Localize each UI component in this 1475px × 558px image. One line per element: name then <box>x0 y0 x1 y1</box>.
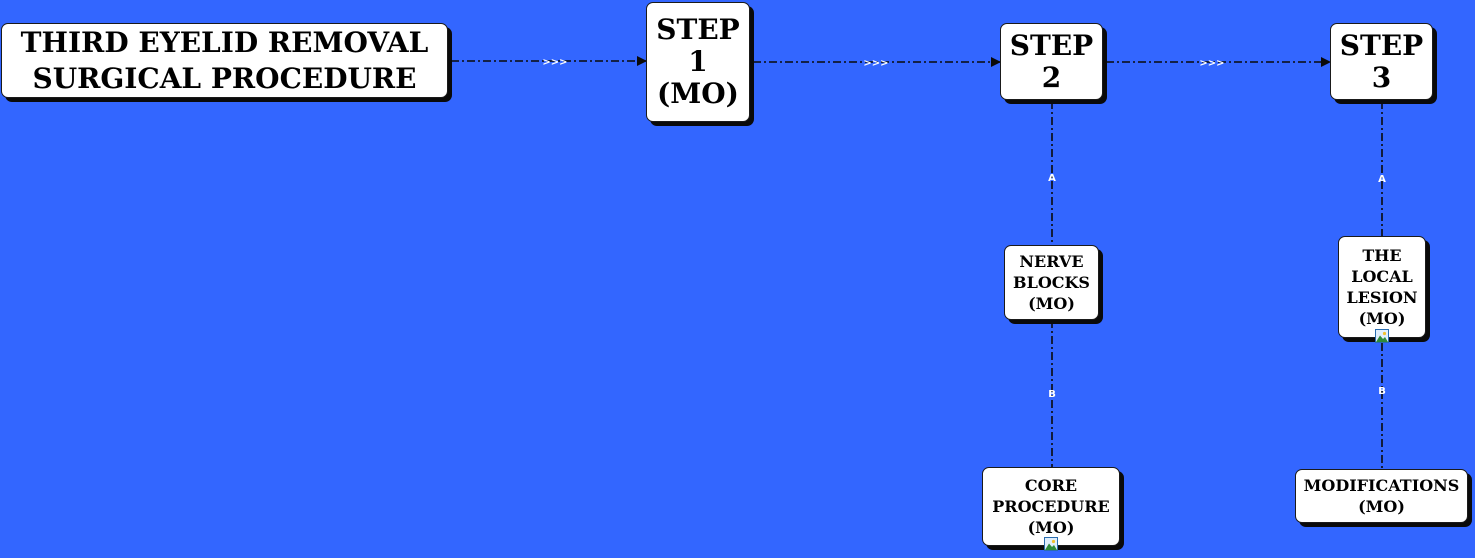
core-procedure-line-3: (MO) <box>1027 518 1075 537</box>
modifications-line-2: (MO) <box>1358 497 1405 516</box>
step-3-number: 3 <box>1371 60 1392 94</box>
local-lesion-node[interactable]: THE LOCAL LESION (MO) <box>1338 236 1426 343</box>
core-procedure-line-1: CORE <box>1024 476 1078 495</box>
connector-label-3: >>> <box>1199 58 1224 69</box>
connector-label-step2-a: A <box>1048 173 1056 184</box>
nerve-blocks-node[interactable]: NERVE BLOCKS (MO) <box>1004 245 1099 320</box>
connector-label-2: >>> <box>863 58 888 69</box>
step-1-mo: (MO) <box>657 77 739 110</box>
step-1-number: 1 <box>688 45 708 78</box>
image-icon[interactable] <box>1044 537 1058 551</box>
connector-label-1: >>> <box>542 57 567 68</box>
modifications-node[interactable]: MODIFICATIONS (MO) <box>1295 469 1468 523</box>
title-line-2: SURGICAL PROCEDURE <box>32 61 417 95</box>
nerve-blocks-line-1: NERVE <box>1019 252 1084 271</box>
nerve-blocks-line-3: (MO) <box>1028 294 1075 313</box>
connector-label-step3-b: B <box>1378 386 1386 397</box>
local-lesion-line-2: LOCAL <box>1351 267 1413 286</box>
step-2-number: 2 <box>1041 60 1062 94</box>
step-3-node[interactable]: STEP 3 <box>1330 23 1433 100</box>
nerve-blocks-line-2: BLOCKS <box>1013 273 1090 292</box>
local-lesion-line-4: (MO) <box>1358 309 1406 328</box>
step-2-label: STEP <box>1009 28 1094 62</box>
title-node[interactable]: THIRD EYELID REMOVAL SURGICAL PROCEDURE <box>1 23 448 98</box>
local-lesion-line-3: LESION <box>1346 288 1418 307</box>
title-line-1: THIRD EYELID REMOVAL <box>20 25 429 59</box>
connector-label-step2-b: B <box>1048 389 1056 400</box>
connector-label-step3-a: A <box>1378 174 1386 185</box>
step-1-label: STEP <box>656 13 740 46</box>
step-2-node[interactable]: STEP 2 <box>1000 23 1103 100</box>
local-lesion-line-1: THE <box>1362 246 1402 265</box>
modifications-line-1: MODIFICATIONS <box>1303 476 1460 495</box>
core-procedure-node[interactable]: CORE PROCEDURE (MO) <box>982 467 1120 551</box>
image-icon[interactable] <box>1375 329 1389 343</box>
core-procedure-line-2: PROCEDURE <box>992 497 1110 516</box>
step-3-label: STEP <box>1339 28 1424 62</box>
step-1-node[interactable]: STEP 1 (MO) <box>646 2 750 122</box>
